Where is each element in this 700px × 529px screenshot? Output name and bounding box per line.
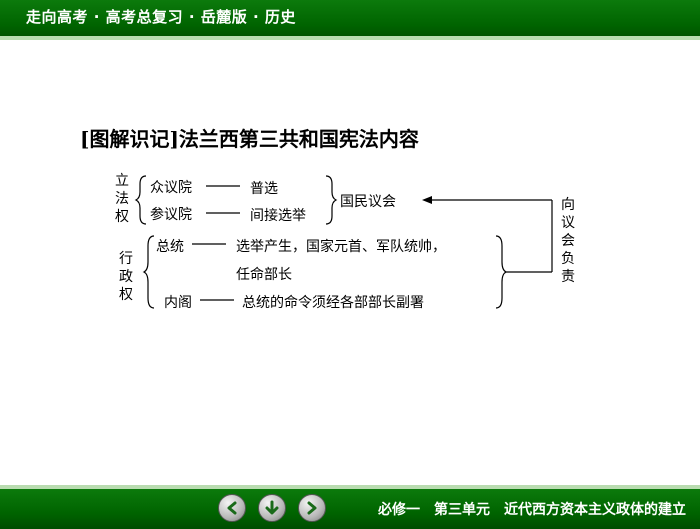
legislative-label: 立法权 <box>115 173 129 225</box>
national-assembly: 国民议会 <box>340 194 396 210</box>
president: 总统 <box>156 239 184 255</box>
footer-bar: 必修一 第三单元 近代西方资本主义政体的建立 <box>0 485 700 529</box>
header-bar: 走向高考 · 高考总复习 · 岳麓版 · 历史 <box>0 0 700 40</box>
cabinet: 内阁 <box>164 295 192 311</box>
house-of-deputies-election: 普选 <box>250 181 278 197</box>
senate: 参议院 <box>150 207 192 223</box>
responsible-to-parliament: 向议会负责 <box>561 197 575 285</box>
senate-election: 间接选举 <box>250 208 306 224</box>
prev-arrow-icon[interactable] <box>218 494 246 522</box>
footer-course-text: 必修一 第三单元 近代西方资本主义政体的建立 <box>378 502 686 518</box>
executive-label: 行政权 <box>119 251 133 303</box>
president-desc-1: 选举产生，国家元首、军队统帅， <box>236 239 446 255</box>
next-arrow-icon[interactable] <box>298 494 326 522</box>
president-desc-2: 任命部长 <box>236 267 292 283</box>
down-arrow-icon[interactable] <box>258 494 286 522</box>
house-of-deputies: 众议院 <box>150 180 192 196</box>
page-title: [图解识记]法兰西第三共和国宪法内容 <box>80 127 419 151</box>
header-title: 走向高考 · 高考总复习 · 岳麓版 · 历史 <box>26 8 296 26</box>
cabinet-desc: 总统的命令须经各部部长副署 <box>242 295 424 311</box>
